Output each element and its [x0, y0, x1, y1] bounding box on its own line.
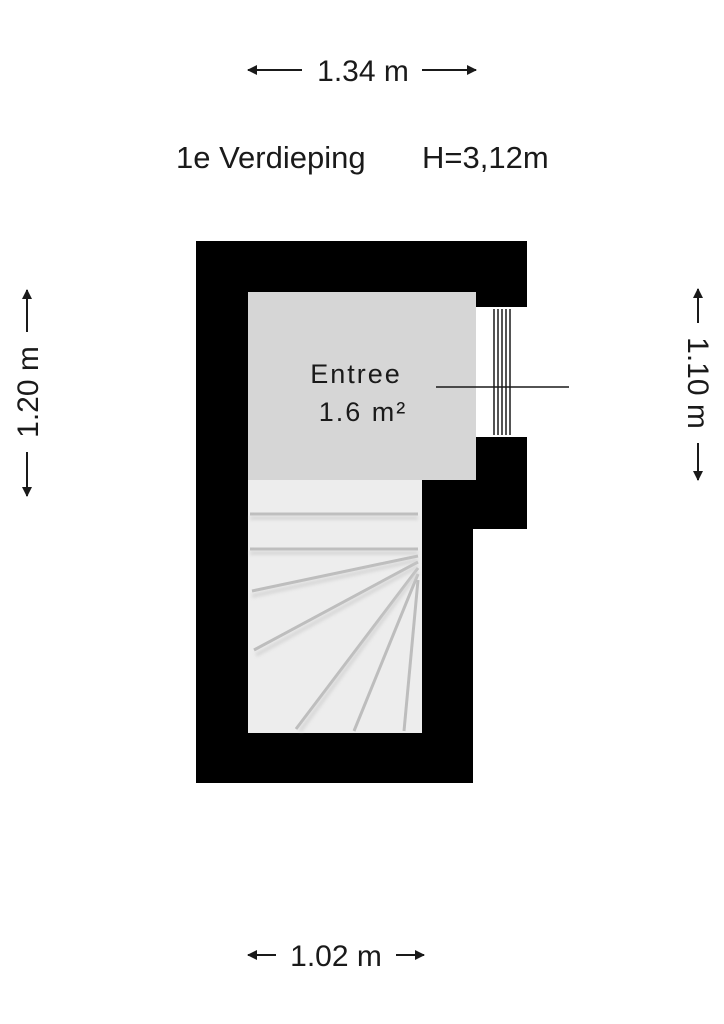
dimension-right-label: 1.10 m: [681, 337, 714, 429]
stair-step-7: [402, 579, 420, 732]
stair-side-wall: [422, 480, 476, 733]
stair-steps: [250, 512, 420, 732]
room-entree-area: 1.6 m²: [319, 397, 408, 427]
stair-step-6: [352, 573, 420, 732]
dimension-left: 1.20 m: [12, 289, 45, 497]
dimension-bottom-label: 1.02 m: [290, 940, 382, 973]
dimension-right: 1.10 m: [681, 288, 714, 481]
stair-step-shadows: [250, 516, 420, 733]
height-label: H=3,12m: [422, 140, 549, 175]
stair-step-4: [253, 560, 419, 652]
room-entree-name: Entree: [310, 359, 402, 389]
dimension-top-label: 1.34 m: [317, 55, 409, 88]
dimension-top: 1.34 m: [247, 55, 477, 88]
dimension-bottom: 1.02 m: [247, 940, 425, 973]
floor-label: 1e Verdieping: [176, 140, 366, 175]
room-entree-floor: [248, 292, 476, 480]
dimension-left-label: 1.20 m: [12, 346, 45, 438]
stair-step-5: [294, 567, 420, 730]
stair-step-3: [251, 554, 419, 593]
window: [476, 307, 527, 437]
